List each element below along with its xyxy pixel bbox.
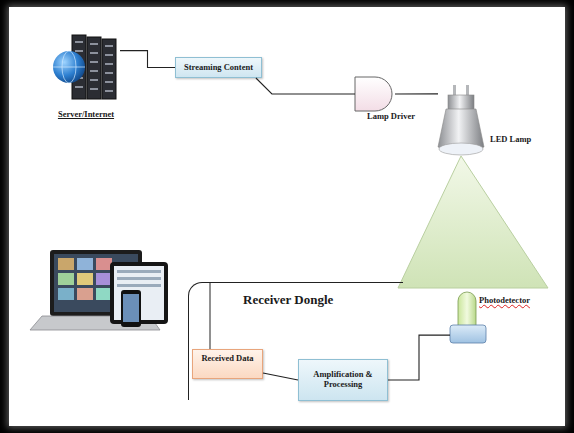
server-icon: Server/Internet bbox=[52, 33, 120, 121]
box-label: Amplification & Processing bbox=[299, 370, 387, 390]
list-line bbox=[117, 284, 161, 287]
photodetector-symbol: Photodetector bbox=[450, 287, 486, 345]
light-cone bbox=[398, 156, 548, 288]
box-label: Received Data bbox=[198, 354, 256, 364]
rack-slot bbox=[75, 41, 83, 43]
rack-slot bbox=[90, 79, 98, 81]
process-box: Streaming Content bbox=[175, 57, 262, 78]
rack-slot bbox=[90, 52, 98, 54]
process-box: Received Data bbox=[192, 349, 263, 379]
rack-slot bbox=[90, 70, 98, 72]
globe bbox=[53, 51, 85, 83]
rack-slot bbox=[105, 90, 113, 92]
node-label: Lamp Driver bbox=[367, 112, 415, 122]
connector-line bbox=[256, 78, 355, 94]
list-line bbox=[117, 277, 161, 280]
connector-line bbox=[120, 51, 175, 68]
thumbnail bbox=[96, 288, 112, 300]
globe-equator bbox=[53, 67, 85, 68]
and-gate-symbol: Lamp Driver bbox=[355, 77, 395, 111]
thumbnail bbox=[77, 288, 93, 300]
lamp-shape bbox=[438, 85, 484, 159]
rack-slot bbox=[105, 54, 113, 56]
box-label: Streaming Content bbox=[181, 63, 256, 73]
rack-slot bbox=[90, 43, 98, 45]
connector-line bbox=[395, 93, 438, 94]
node-label: Server/Internet bbox=[52, 110, 120, 120]
server-rack bbox=[87, 37, 101, 99]
thumbnail bbox=[77, 273, 93, 285]
thumbnail bbox=[58, 288, 74, 300]
server-rack bbox=[102, 39, 116, 99]
and-gate-outline bbox=[355, 77, 392, 111]
server-shape bbox=[52, 33, 120, 121]
process-box: Amplification & Processing bbox=[298, 359, 388, 401]
photodetector-base bbox=[450, 325, 486, 343]
rack-slot bbox=[105, 63, 113, 65]
thumbnail bbox=[96, 273, 112, 285]
rack-slot bbox=[75, 86, 83, 88]
rack-slot bbox=[105, 81, 113, 83]
rack-slot bbox=[90, 88, 98, 90]
node-label: Photodetector bbox=[479, 296, 530, 306]
rack-slot bbox=[75, 50, 83, 52]
gate-shape bbox=[355, 77, 395, 111]
thumbnail bbox=[58, 258, 74, 270]
rack-slot bbox=[105, 72, 113, 74]
phone-screen bbox=[123, 294, 139, 322]
rack-slot bbox=[105, 45, 113, 47]
wire bbox=[210, 283, 211, 349]
receiver-dongle-group: Receiver DonglePhotodetectorReceived Dat… bbox=[188, 282, 403, 400]
rack-slot bbox=[90, 61, 98, 63]
node-label: LED Lamp bbox=[490, 135, 531, 145]
laptop-illustration bbox=[30, 250, 168, 330]
lamp-collar bbox=[448, 95, 474, 110]
led-lamp: LED Lamp bbox=[438, 85, 484, 159]
thumbnail bbox=[58, 273, 74, 285]
photodetector-dome bbox=[458, 292, 476, 327]
node-label: Receiver Dongle bbox=[243, 293, 333, 308]
phone-frame bbox=[121, 290, 141, 327]
connector-line bbox=[388, 335, 450, 380]
thumbnail bbox=[96, 258, 112, 270]
list-line bbox=[117, 270, 161, 273]
connector-line bbox=[263, 373, 298, 380]
lamp-lens bbox=[439, 143, 483, 155]
thumbnail bbox=[77, 258, 93, 270]
